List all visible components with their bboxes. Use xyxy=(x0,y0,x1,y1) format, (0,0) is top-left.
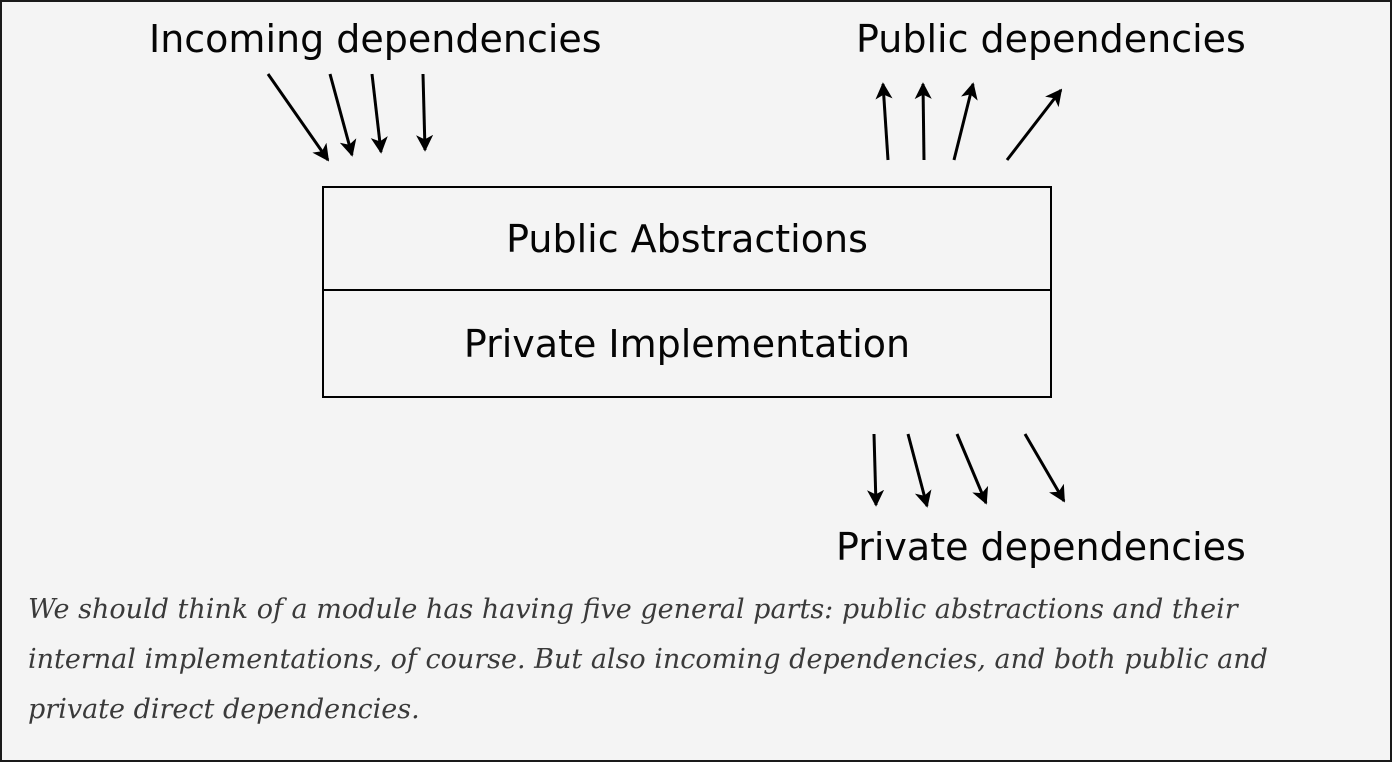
public-dependency-arrows xyxy=(875,82,1063,161)
figure-caption: We should think of a module has having f… xyxy=(28,594,1268,725)
private-dependency-arrows xyxy=(867,433,1066,508)
private-arrow-2 xyxy=(906,433,932,508)
private-implementation-cell: Private Implementation xyxy=(463,321,911,366)
incoming-arrow-1 xyxy=(266,73,330,162)
incoming-arrow-2 xyxy=(328,73,357,157)
private-arrow-4 xyxy=(1023,433,1066,503)
private-dependencies-label: Private dependencies xyxy=(836,525,1246,569)
private-arrow-1 xyxy=(867,433,885,507)
incoming-dependencies-label: Incoming dependencies xyxy=(149,17,602,61)
public-abstractions-cell: Public Abstractions xyxy=(324,188,1050,292)
public-arrow-4 xyxy=(1005,88,1063,161)
incoming-arrow-4 xyxy=(416,73,434,152)
public-arrow-2 xyxy=(914,82,932,161)
incoming-arrow-3 xyxy=(370,73,388,154)
private-arrow-3 xyxy=(955,433,989,505)
incoming-dependency-arrows xyxy=(266,73,434,162)
public-arrow-3 xyxy=(952,82,978,161)
public-dependencies-label: Public dependencies xyxy=(856,17,1246,61)
public-arrow-1 xyxy=(875,82,893,161)
module-box: Public Abstractions Private Implementati… xyxy=(322,186,1052,398)
